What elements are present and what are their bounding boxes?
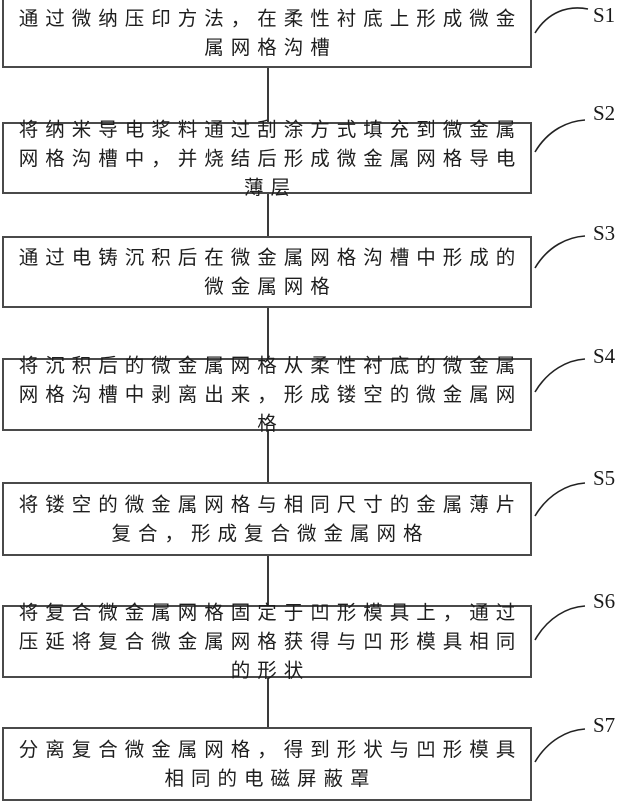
leader-line-s4 <box>534 358 586 393</box>
step-box-s7: 分离复合微金属网格，得到形状与凹形模具相同的电磁屏蔽罩 <box>2 727 532 801</box>
step-box-s3: 通过电铸沉积后在微金属网格沟槽中形成的微金属网格 <box>2 236 532 308</box>
step-label-s1: S1 <box>593 3 616 27</box>
step-text-s1: 通过微纳压印方法，在柔性衬底上形成微金属网格沟槽 <box>18 7 523 59</box>
connector-s4-s5 <box>267 430 269 482</box>
step-text-s7: 分离复合微金属网格，得到形状与凹形模具相同的电磁屏蔽罩 <box>18 738 523 790</box>
step-text-s4: 将沉积后的微金属网格从柔性衬底的微金属网格沟槽中剥离出来，形成镂空的微金属网格 <box>18 354 523 435</box>
connector-s5-s6 <box>267 555 269 605</box>
step-label-s2: S2 <box>593 101 616 125</box>
step-box-s6: 将复合微金属网格固定于凹形模具上，通过压延将复合微金属网格获得与凹形模具相同的形… <box>2 601 532 682</box>
step-box-s5: 将镂空的微金属网格与相同尺寸的金属薄片复合，形成复合微金属网格 <box>2 482 532 556</box>
connector-s3-s4 <box>267 307 269 358</box>
step-label-s3: S3 <box>593 221 616 245</box>
step-label-s6: S6 <box>593 589 616 613</box>
step-label-s4: S4 <box>593 344 616 368</box>
step-box-s1: 通过微纳压印方法，在柔性衬底上形成微金属网格沟槽 <box>2 0 532 68</box>
leader-line-s7 <box>534 728 586 763</box>
step-text-s3: 通过电铸沉积后在微金属网格沟槽中形成的微金属网格 <box>18 246 523 298</box>
connector-s2-s3 <box>267 193 269 236</box>
step-label-s5: S5 <box>593 466 616 490</box>
connector-s1-s2 <box>267 68 269 122</box>
step-text-s6: 将复合微金属网格固定于凹形模具上，通过压延将复合微金属网格获得与凹形模具相同的形… <box>18 601 523 682</box>
leader-line-s5 <box>534 482 586 517</box>
connector-s6-s7 <box>267 677 269 727</box>
step-box-s2: 将纳米导电浆料通过刮涂方式填充到微金属网格沟槽中，并烧结后形成微金属网格导电薄层 <box>2 118 532 199</box>
leader-line-s2 <box>534 119 586 153</box>
leader-line-s6 <box>534 605 586 641</box>
step-box-s4: 将沉积后的微金属网格从柔性衬底的微金属网格沟槽中剥离出来，形成镂空的微金属网格 <box>2 354 532 435</box>
leader-line-s3 <box>534 235 586 269</box>
step-text-s2: 将纳米导电浆料通过刮涂方式填充到微金属网格沟槽中，并烧结后形成微金属网格导电薄层 <box>18 117 523 199</box>
step-text-s5: 将镂空的微金属网格与相同尺寸的金属薄片复合，形成复合微金属网格 <box>18 493 523 545</box>
leader-line-s1 <box>534 7 589 34</box>
step-label-s7: S7 <box>593 713 616 737</box>
